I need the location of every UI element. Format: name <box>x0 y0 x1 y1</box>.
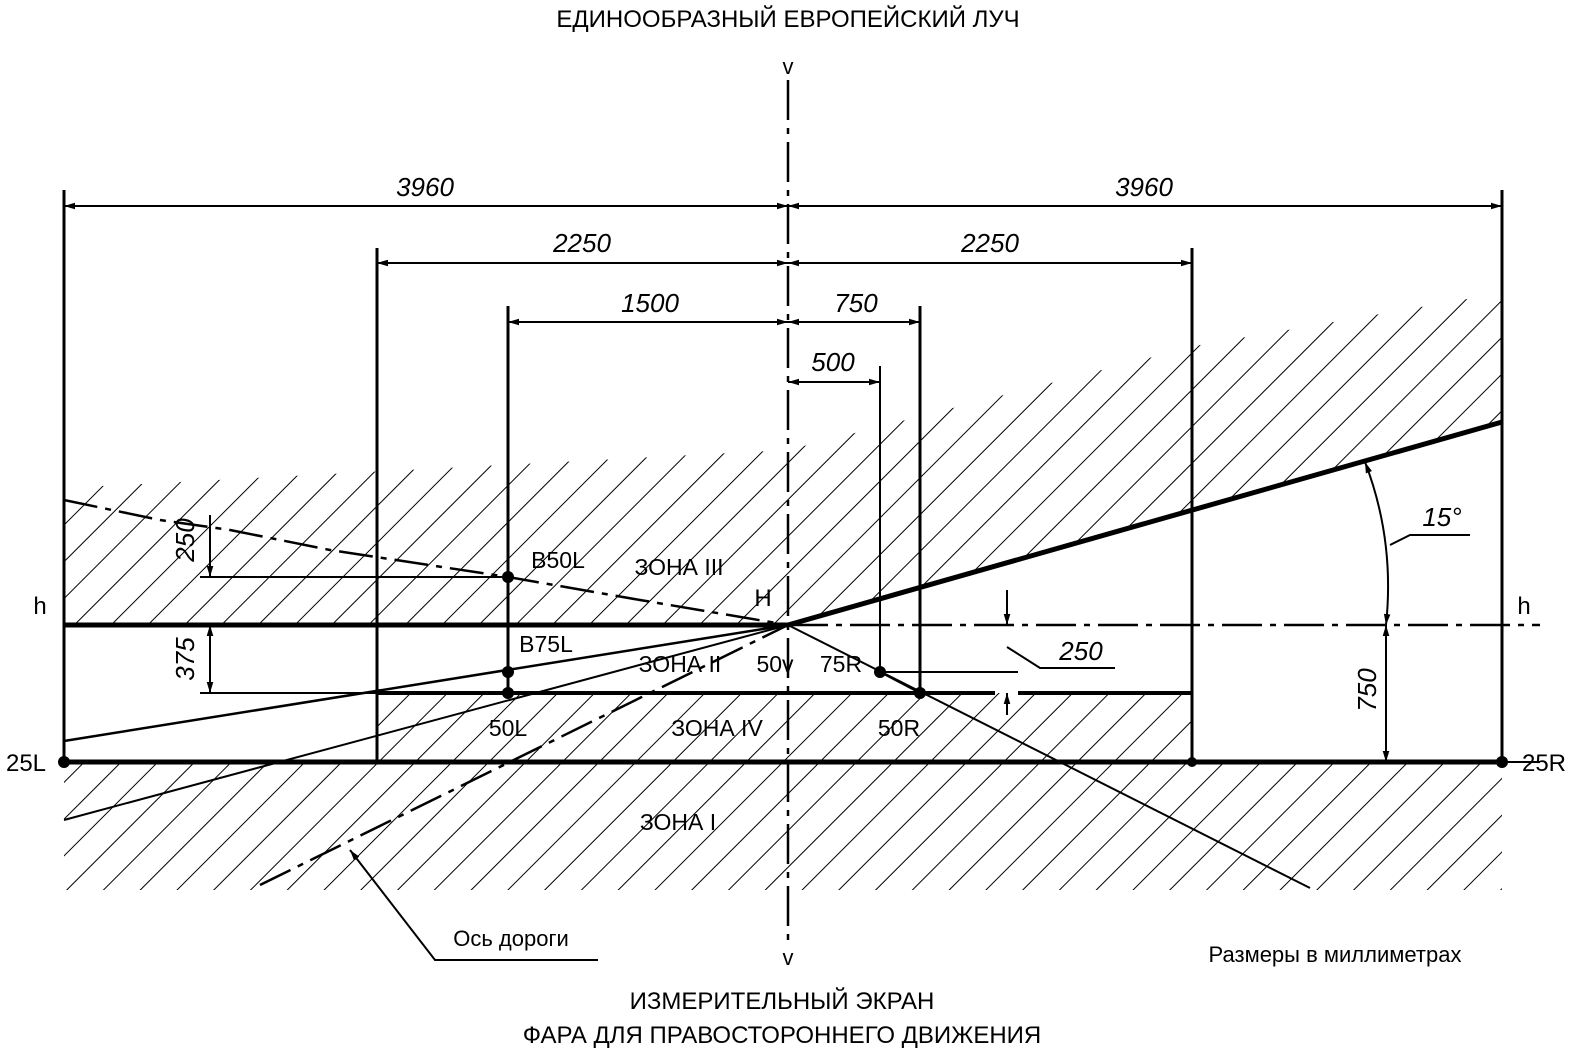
point-B75L-label: B75L <box>519 631 573 657</box>
road-axis-label: Ось дороги <box>453 926 569 951</box>
zone-i-hatch <box>64 763 1502 890</box>
point-25L-dot <box>58 756 70 768</box>
dim-250-right: 250 <box>1058 636 1103 666</box>
dim-2250-left: 2250 <box>552 228 611 258</box>
dim-500: 500 <box>811 347 855 377</box>
zone-iii-label: ЗОНА III <box>634 554 723 580</box>
zone-i-label: ЗОНА I <box>640 809 716 835</box>
hatched-regions <box>64 293 1502 890</box>
point-25R-dot <box>1496 756 1508 768</box>
dim-750-right: 750 <box>1352 668 1382 712</box>
dim-250-left: 250 <box>170 518 200 563</box>
dim-750-top: 750 <box>834 288 878 318</box>
dim-375: 375 <box>170 637 200 681</box>
point-50L-label: 50L <box>489 715 528 741</box>
point-50L-dot <box>502 687 514 699</box>
point-B75L-dot <box>502 666 514 678</box>
point-50R-dot <box>914 687 926 699</box>
dim-1500: 1500 <box>621 288 679 318</box>
zone-ii-label: ЗОНА II <box>639 651 722 677</box>
point-25L-label: 25L <box>6 750 46 777</box>
zone-iii-hatch <box>64 293 1502 625</box>
caption-line-1: ИЗМЕРИТЕЛЬНЫЙ ЭКРАН <box>630 987 935 1015</box>
h-label-left: h <box>33 593 46 620</box>
zone-iv-label: ЗОНА IV <box>671 715 763 741</box>
dim-angle-15: 15° <box>1422 502 1461 532</box>
structure-lines <box>62 80 1540 945</box>
diagram-title: ЕДИНООБРАЗНЫЙ ЕВРОПЕЙСКИЙ ЛУЧ <box>556 5 1019 33</box>
point-50R-base-dot <box>1187 757 1197 767</box>
dim-3960-left: 3960 <box>396 172 454 202</box>
point-25R-label: 25R <box>1522 750 1566 777</box>
point-B50L-label: B50L <box>531 547 585 573</box>
point-B50L-dot <box>502 571 514 583</box>
h-label-right: h <box>1517 593 1530 620</box>
point-75R-label: 75R <box>820 651 862 677</box>
point-75R-dot <box>874 666 886 678</box>
road-axis-line <box>259 623 789 887</box>
point-H-label: H <box>754 585 771 612</box>
point-50v-label: 50v <box>756 651 794 677</box>
cutoff-line-15deg <box>787 419 1503 628</box>
dim-2250-right: 2250 <box>960 228 1019 258</box>
dimension-arrows <box>64 202 1502 961</box>
point-50R-label: 50R <box>878 715 920 741</box>
v-label-bottom: v <box>783 945 794 970</box>
dim-3960-right: 3960 <box>1115 172 1173 202</box>
v-label-top: v <box>783 54 794 79</box>
measurement-points <box>58 571 1508 768</box>
zone-iv-hatch <box>377 693 1192 761</box>
units-note: Размеры в миллиметрах <box>1209 942 1462 967</box>
caption-line-2: ФАРА ДЛЯ ПРАВОСТОРОННЕГО ДВИЖЕНИЯ <box>523 1022 1042 1049</box>
